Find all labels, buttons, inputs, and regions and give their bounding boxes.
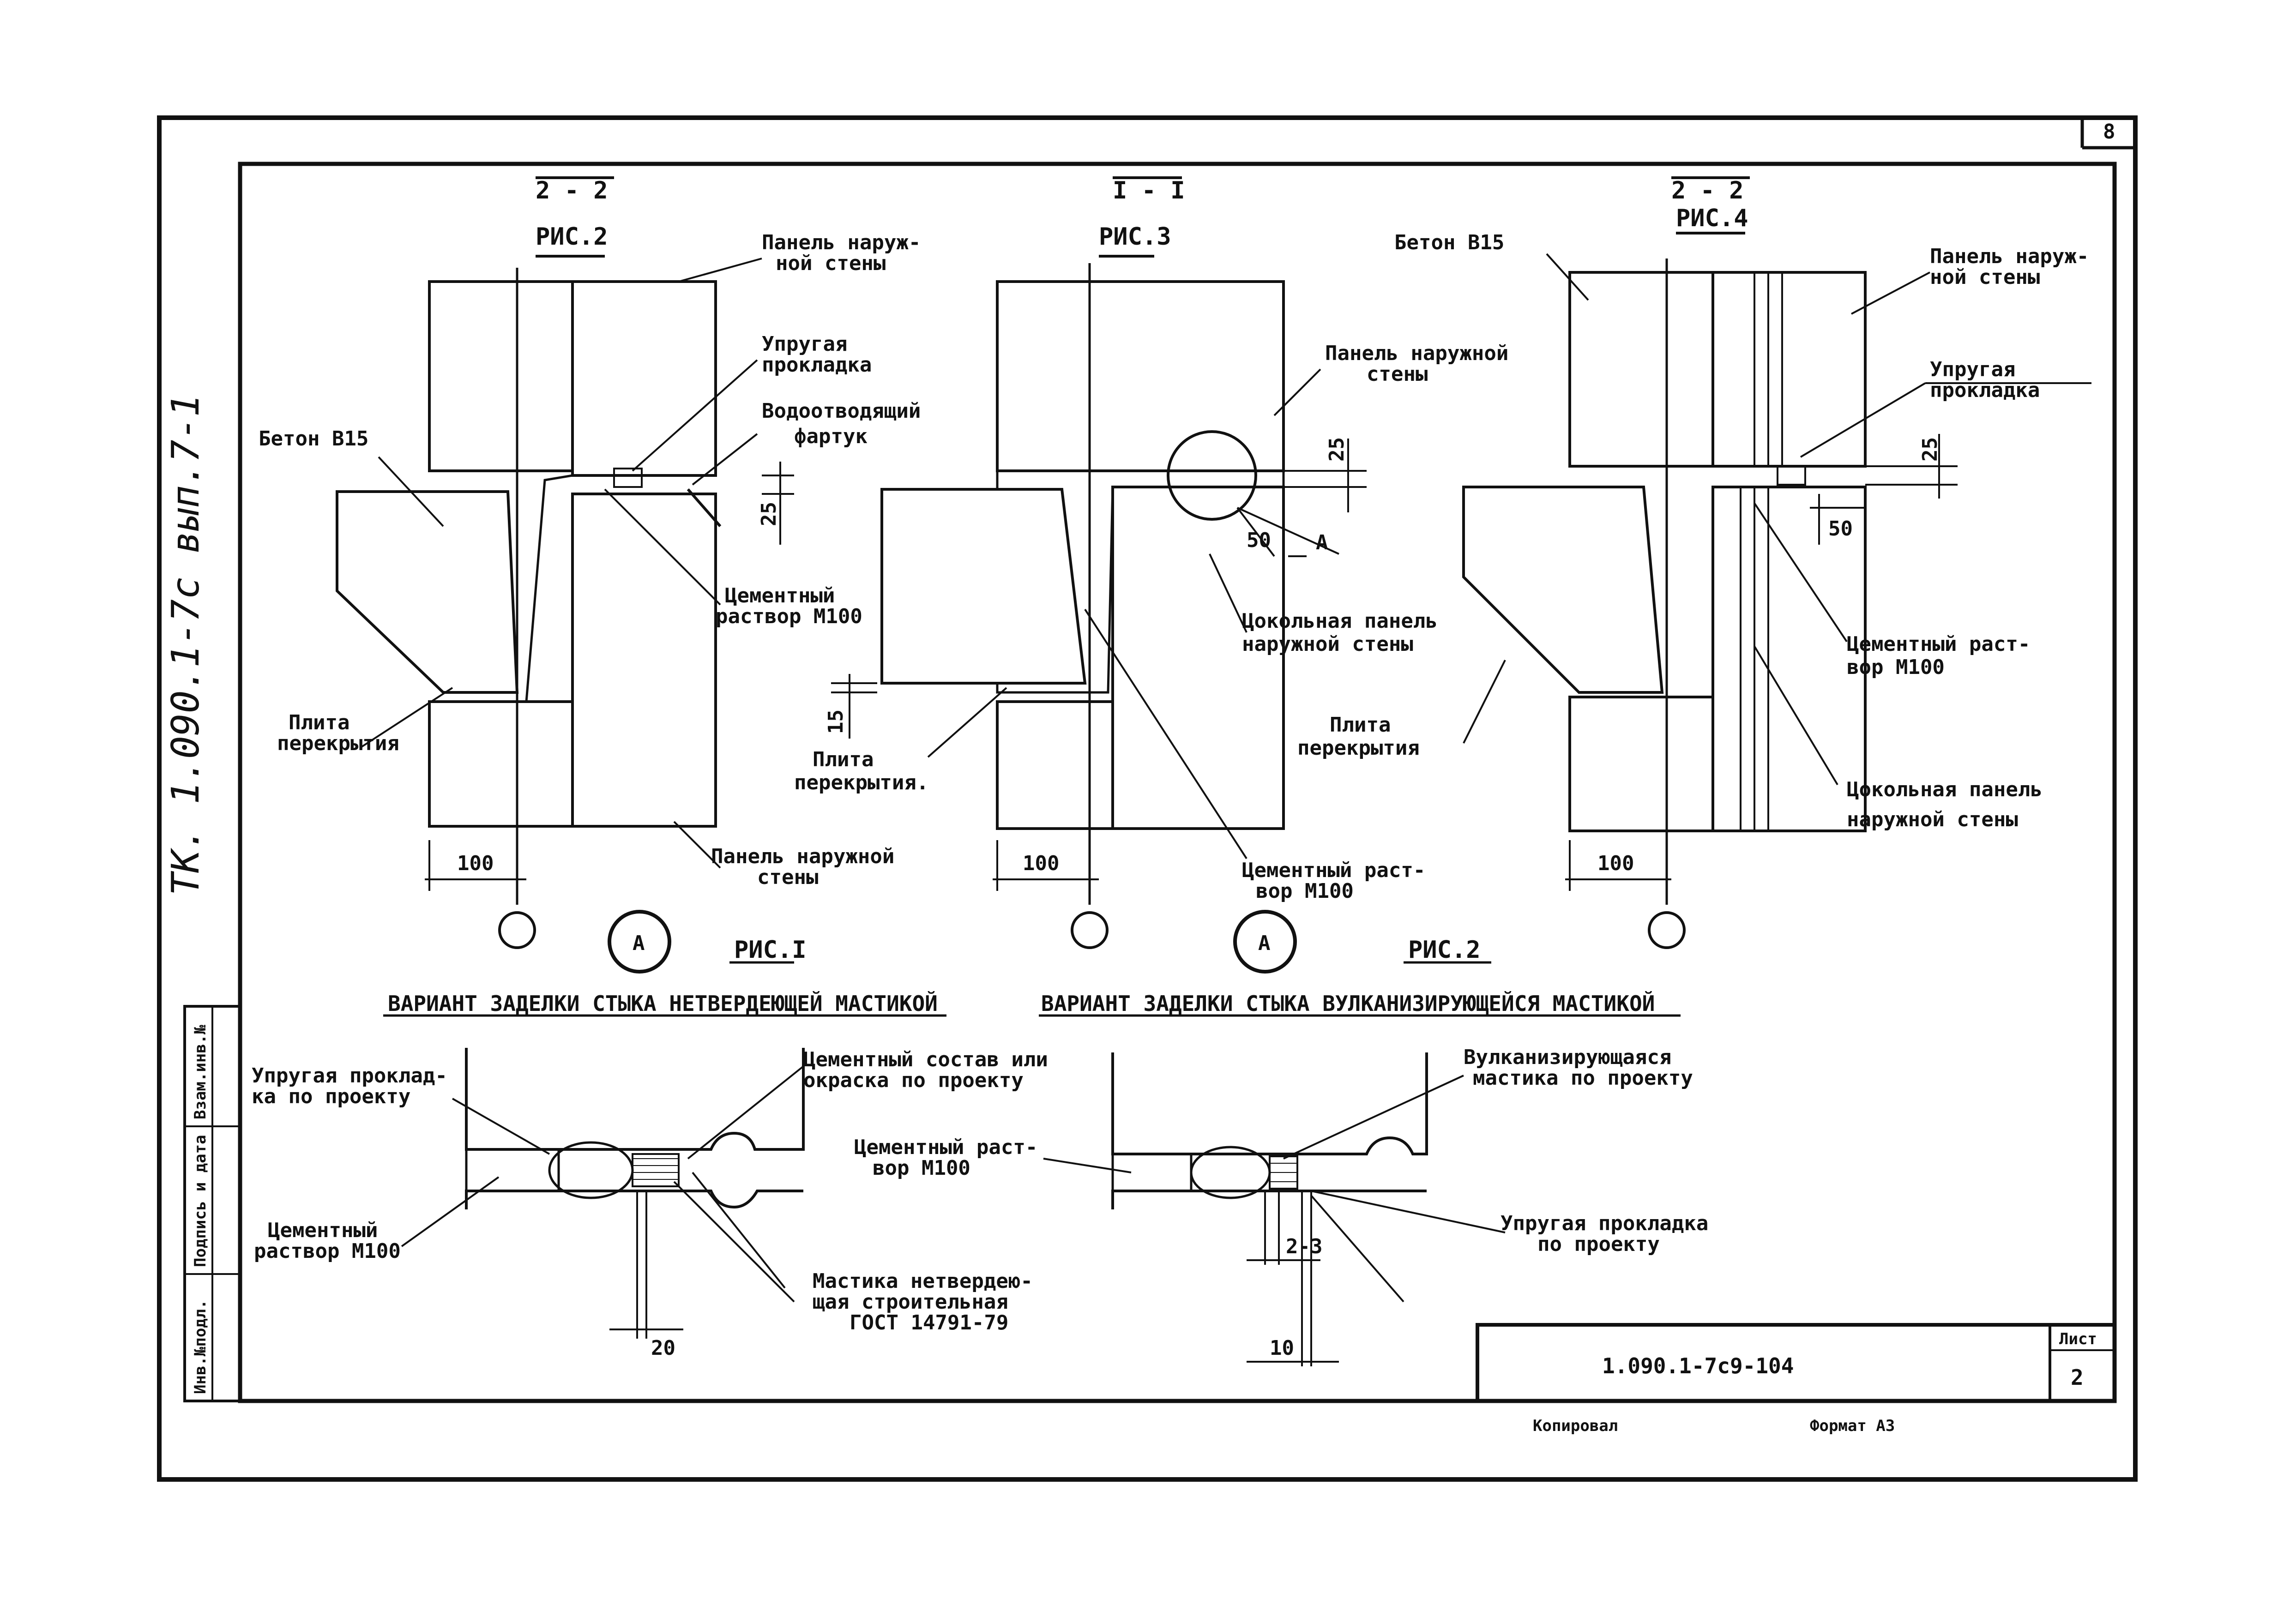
fig4-gasket-1: Упругая [1930,358,2015,381]
fig4-slab-1: Плита [1330,713,1391,737]
fig2-section: 2 - 2 [536,177,608,204]
detail2-node: А [1258,932,1271,955]
fig3-mortar-1: Цементный раст- [1242,859,1425,882]
sheet-frame [157,115,2138,1482]
fig3-callout: А [1316,531,1328,554]
detail1-composition-2: окраска по проекту [803,1069,1024,1092]
fig2-dim-100: 100 [457,852,494,875]
detail1-node: А [633,932,645,955]
fig2-drawing [336,176,794,949]
footer-format: Формат А3 [1810,1417,1895,1435]
fig3-slab-1: Плита [813,748,874,771]
fig2-gasket-1: Упругая [762,332,847,356]
fig4-concrete: Бетон В15 [1394,231,1504,254]
fig3-dim-25: 25 [1325,437,1349,462]
fig3-drawing [831,176,1367,949]
fig3-dim-50: 50 [1247,529,1271,552]
detail2-mortar-1: Цементный раст- [854,1136,1037,1159]
fig2-concrete: Бетон В15 [259,427,368,451]
fig4-title: РИС.4 [1676,204,1748,232]
sheet-number: 2 [2071,1365,2084,1390]
side-stamp-inv: Инв.№подл. [191,1299,210,1394]
fig2-panel-bottom-1: Панель наружной [711,845,894,868]
fig3-section: I - I [1113,177,1185,204]
margin-note: ТК. 1.090.1-7с вып.7-1 [164,394,208,896]
detail2-gasket-2: по проекту [1537,1232,1660,1256]
fig2-panel-bottom-2: стены [757,866,818,889]
detail1-mastic-1: Мастика нетвердею- [813,1269,1033,1293]
fig4-dim-25: 25 [1918,437,1942,462]
detail2-mastic-1: Вулканизирующаяся [1464,1046,1671,1069]
detail1-gasket-2: ка по проекту [252,1085,410,1108]
side-stamp-replacement: Взам.инв.№ [191,1025,210,1119]
detail1-composition-1: Цементный состав или [803,1048,1048,1071]
detail2-mastic-2: мастика по проекту [1473,1066,1693,1090]
fig2-panel-outer-2: ной стены [776,252,886,275]
footer-copied: Копировал [1533,1417,1618,1435]
fig3-panel-2: стены [1367,362,1428,386]
detail1-mastic-3: ГОСТ 14791-79 [850,1311,1008,1334]
fig4-slab-2: перекрытия [1297,736,1420,760]
fig4-section: 2 - 2 [1671,177,1744,204]
fig3-plinth-2: наружной стены [1242,632,1413,656]
fig4-gasket-2: прокладка [1930,379,2040,402]
fig2-slab-1: Плита [289,711,350,734]
fig2-gasket-2: прокладка [762,353,872,377]
fig4-dim-100: 100 [1597,852,1634,875]
fig4-dim-50: 50 [1828,517,1853,541]
fig2-apron-1: Водоотводящий [762,399,921,423]
fig3-dim-100: 100 [1023,852,1059,875]
detail1-drawing [383,910,946,1339]
side-stamp-signature: Подпись и дата [191,1135,210,1267]
page-number: 8 [2103,120,2115,144]
detail2-gasket-1: Упругая прокладка [1501,1212,1708,1235]
detail2-dim-2-3: 2-3 [1286,1235,1322,1258]
fig2-apron-2: фартук [794,425,868,448]
fig4-plinth-1: Цокольная панель [1847,778,2043,801]
fig3-slab-2: перекрытия. [794,771,928,794]
fig2-mortar-1: Цементный [725,584,835,607]
fig2-dim-25: 25 [757,502,781,526]
fig2-slab-2: перекрытия [277,732,399,755]
detail1-mastic-2: щая строительная [813,1290,1008,1314]
fig3-mortar-2: вор М100 [1256,879,1354,903]
side-stamp: Инв.№подл. Подпись и дата Взам.инв.№ [183,1005,241,1402]
detail1-mortar-1: Цементный [268,1219,378,1242]
fig4-mortar-2: вор М100 [1847,655,1945,679]
sheet-label: Лист [2059,1330,2097,1348]
detail2-title: РИС.2 [1408,936,1481,964]
fig4-mortar-1: Цементный раст- [1847,632,2030,656]
fig4-panel-1: Панель наруж- [1930,245,2089,268]
detail1-dim-20: 20 [651,1336,675,1360]
fig3-title: РИС.3 [1099,223,1171,251]
drawing-code: 1.090.1-7с9-104 [1602,1353,1794,1378]
title-block [1476,1323,2116,1403]
fig3-dim-15: 15 [824,709,848,734]
fig4-plinth-2: наружной стены [1847,808,2018,831]
detail2-dim-10: 10 [1270,1336,1294,1360]
detail1-heading: ВАРИАНТ ЗАДЕЛКИ СТЫКА НЕТВЕРДЕЮЩЕЙ МАСТИ… [388,991,938,1016]
fig2-panel-outer-1: Панель наруж- [762,231,921,254]
fig2-title: РИС.2 [536,223,608,251]
fig2-mortar-2: раствор М100 [716,605,862,628]
fig4-drawing [1462,176,2091,949]
fig4-panel-2: ной стены [1930,265,2040,289]
fig3-panel-1: Панель наружной [1325,342,1508,365]
detail1-gasket-1: Упругая проклад- [252,1064,447,1088]
fig3-plinth-1: Цокольная панель [1242,609,1438,633]
detail2-mortar-2: вор М100 [873,1156,970,1180]
detail1-title: РИС.I [734,936,807,964]
detail2-heading: ВАРИАНТ ЗАДЕЛКИ СТЫКА ВУЛКАНИЗИРУЮЩЕЙСЯ … [1041,991,1655,1016]
detail2-drawing [1039,910,1681,1366]
detail1-mortar-2: раствор М100 [254,1239,401,1263]
